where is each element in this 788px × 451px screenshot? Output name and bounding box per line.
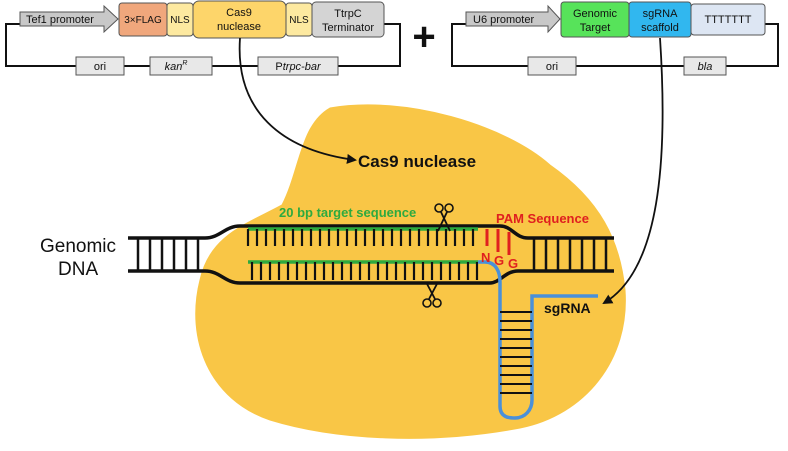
nls-label-1: NLS xyxy=(170,15,190,26)
cas9-nuclease-label: Cas9 nuclease xyxy=(358,152,476,171)
dna-bottom-strand xyxy=(128,269,614,285)
trpc-bar-label: Ptrpc-bar xyxy=(275,61,322,73)
pam-g2-label: G xyxy=(508,256,518,271)
tef1-promoter-label: Tef1 promoter xyxy=(26,14,94,26)
dna-right-rungs xyxy=(532,238,608,271)
tef1-promoter-arrow xyxy=(19,4,119,34)
polyt-terminator-box xyxy=(690,3,766,36)
bla-label: bla xyxy=(698,61,713,73)
plasmid-2-backbone xyxy=(451,23,779,67)
sgrna-expression-arrow xyxy=(602,37,664,305)
nls-label-2: NLS xyxy=(289,15,309,26)
sgrna-strand xyxy=(478,260,598,420)
polyt-label: TTTTTTT xyxy=(704,14,751,26)
ttrpc-terminator-box xyxy=(311,1,385,38)
plasmid-2: U6 promoter Genomic Target sgRNA scaffol… xyxy=(451,1,779,76)
sgrna-hairpin xyxy=(478,260,598,420)
sgrna-scaffold-label-1: sgRNA xyxy=(643,8,679,20)
ori-box-1 xyxy=(75,56,125,76)
cas9-box-label-1: Cas9 xyxy=(226,7,252,19)
sgrna-stem-rungs xyxy=(500,311,532,394)
ttrpc-label-1: TtrpC xyxy=(334,8,362,20)
trpc-bar-box xyxy=(257,56,339,76)
genomic-label-1: Genomic xyxy=(40,236,116,257)
kan-label: kanR xyxy=(165,60,188,73)
scissors-bottom-icon xyxy=(422,281,442,308)
ori-box-2 xyxy=(527,56,577,76)
ori-label-2: ori xyxy=(546,61,558,73)
cas9-expression-arrow xyxy=(238,37,357,164)
genomic-target-label-1: Genomic xyxy=(573,8,618,20)
bla-box xyxy=(683,56,727,76)
genomic-target-label-2: Target xyxy=(580,22,611,34)
bubble-upper-rungs xyxy=(246,229,475,246)
dna-top-strand xyxy=(128,224,614,240)
genomic-label-2: DNA xyxy=(58,259,98,280)
plus-sign: + xyxy=(412,15,435,59)
ori-label-1: ori xyxy=(94,61,106,73)
pam-g1-label: G xyxy=(494,253,504,268)
sgrna-scaffold-label-2: scaffold xyxy=(641,22,679,34)
pam-rungs xyxy=(485,229,511,255)
u6-promoter-arrow xyxy=(465,4,561,34)
pam-n-label: N xyxy=(481,250,490,265)
cas9-box-label-2: nuclease xyxy=(217,21,261,33)
plasmid-1: Tef1 promoter 3×FLAG NLS Cas9 nuclease N… xyxy=(5,0,401,76)
kan-box xyxy=(149,56,213,76)
bubble-lower-rungs xyxy=(250,262,479,280)
dna-left-rungs xyxy=(136,238,200,271)
pam-sequence-label: PAM Sequence xyxy=(496,211,589,226)
u6-promoter-label: U6 promoter xyxy=(473,14,534,26)
genomic-dna-helix xyxy=(128,224,614,285)
target-sequence-label: 20 bp target sequence xyxy=(279,205,416,220)
sgrna-label: sgRNA xyxy=(544,300,591,316)
scissors-top-icon xyxy=(434,203,454,232)
ttrpc-label-2: Terminator xyxy=(322,22,374,34)
flag-label: 3×FLAG xyxy=(124,15,162,26)
